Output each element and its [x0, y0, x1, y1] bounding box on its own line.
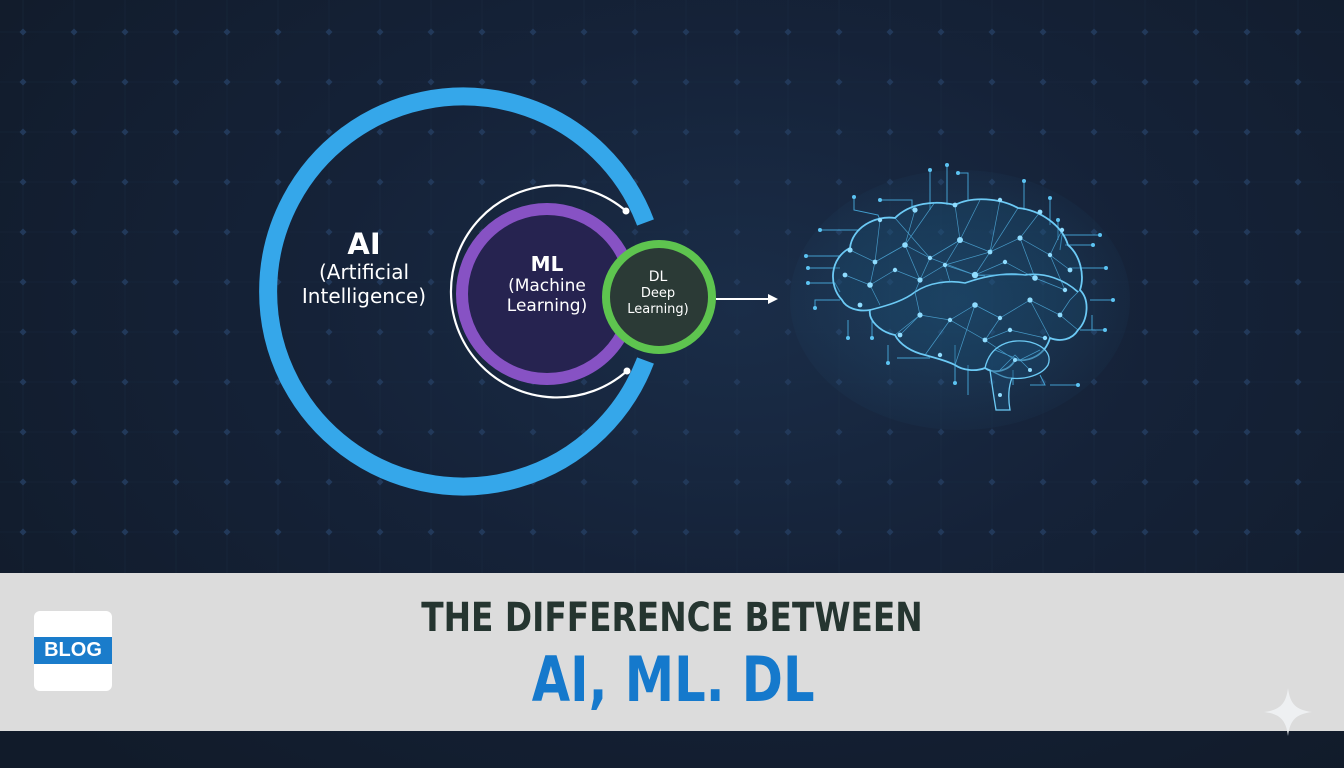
ai-subtitle-line2: Intelligence): [301, 284, 427, 308]
venn-diagram: [259, 87, 1130, 496]
ai-title: AI: [347, 227, 381, 261]
dl-label: DL Deep Learning): [608, 269, 708, 318]
ml-subtitle-line2: Learning): [506, 296, 588, 316]
ai-label: AI (Artificial Intelligence): [284, 228, 444, 308]
arrow-to-brain: [716, 294, 778, 304]
bracket-dot-bottom: [623, 367, 631, 375]
ml-subtitle-line1: (Machine: [508, 276, 586, 296]
dl-subtitle-line1: Deep: [640, 286, 676, 301]
ml-bracket-arc: [449, 184, 628, 399]
headline-line1: THE DIFFERENCE BETWEEN: [421, 595, 923, 641]
brain-network-illustration: [790, 163, 1130, 430]
title-banner: BLOG THE DIFFERENCE BETWEEN AI, ML. DL: [0, 573, 1344, 731]
ai-ring: [259, 87, 654, 496]
ml-label: ML (Machine Learning): [486, 252, 608, 316]
dl-title: DL: [648, 269, 668, 285]
bracket-dot-top: [622, 207, 630, 215]
headline-line2: AI, ML. DL: [531, 643, 815, 716]
dl-subtitle-line2: Learning): [627, 302, 689, 317]
blog-badge: BLOG: [34, 611, 112, 691]
dl-ring: [602, 240, 716, 354]
sparkle-icon: [1264, 688, 1312, 736]
ml-title: ML: [530, 252, 564, 276]
blog-badge-label: BLOG: [34, 637, 112, 664]
ai-subtitle-line1: (Artificial: [318, 260, 410, 284]
